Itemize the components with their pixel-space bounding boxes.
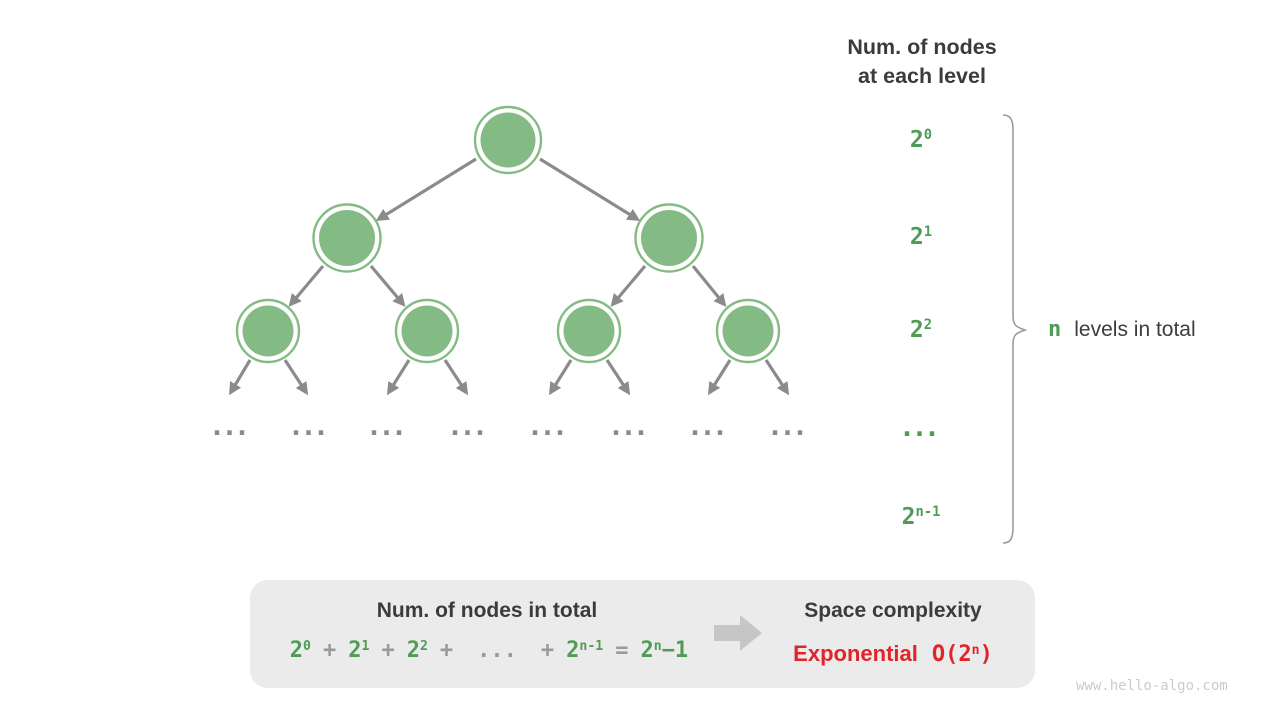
brace-label-text: levels in total — [1074, 318, 1196, 341]
tree-ellipsis: ... — [611, 412, 649, 441]
level-label-1: 21 — [909, 224, 933, 250]
tree-ellipsis: ... — [770, 412, 808, 441]
tree-ellipsis: ... — [369, 412, 407, 441]
tree-edges — [229, 157, 790, 396]
edge-dangling — [229, 359, 252, 396]
edge-dangling — [386, 359, 411, 396]
tree-nodes — [235, 105, 781, 364]
tree-node — [634, 203, 704, 273]
brace — [1002, 114, 1028, 544]
tree-ellipsis: ... — [450, 412, 488, 441]
level-label-0: 20 — [909, 127, 933, 153]
summary-box: Num. of nodes in total 20+21+22+...+2n-1… — [250, 580, 1035, 688]
tree-ellipsis: ... — [212, 412, 250, 441]
tree-ellipsis: ... — [530, 412, 568, 441]
level-label-dots: ... — [902, 413, 940, 442]
edge — [691, 264, 727, 307]
arrow-right-icon — [714, 615, 762, 651]
watermark: www.hello-algo.com — [1076, 678, 1228, 694]
complexity-line: Exponential O(2n) — [743, 639, 1043, 673]
edge-dangling — [443, 359, 469, 396]
header-line-1: Num. of nodes — [847, 35, 997, 59]
brace-label-n: n — [1048, 317, 1062, 342]
tree-node — [312, 203, 382, 273]
total-nodes-formula: 20+21+22+...+2n-1=2n−1 — [289, 638, 689, 663]
level-label-2: 22 — [909, 317, 933, 343]
tree-node — [715, 298, 781, 364]
edge — [375, 157, 477, 222]
edge-dangling — [707, 359, 732, 396]
header-line-2: at each level — [858, 64, 986, 88]
complexity-word: Exponential — [793, 641, 918, 666]
edge — [610, 264, 647, 307]
level-label-n-1: 2n-1 — [901, 504, 941, 530]
tree-node — [394, 298, 460, 364]
tree-ellipsis: ... — [690, 412, 728, 441]
edge — [369, 264, 406, 307]
edge-dangling — [283, 359, 309, 396]
tree-node-root — [473, 105, 543, 175]
total-nodes-title: Num. of nodes in total — [376, 599, 598, 622]
edge-dangling — [548, 359, 573, 396]
big-o-notation: O(2n) — [931, 642, 993, 667]
edge-dangling — [764, 359, 790, 396]
tree-node — [235, 298, 301, 364]
edge — [539, 157, 641, 222]
edge — [288, 264, 325, 307]
tree-node — [556, 298, 622, 364]
brace-label: n levels in total — [1048, 316, 1196, 344]
right-panel-header: Num. of nodes at each level — [802, 33, 1042, 91]
edge-dangling — [605, 359, 631, 396]
space-complexity-title: Space complexity — [804, 599, 982, 622]
tree-ellipsis: ... — [291, 412, 329, 441]
